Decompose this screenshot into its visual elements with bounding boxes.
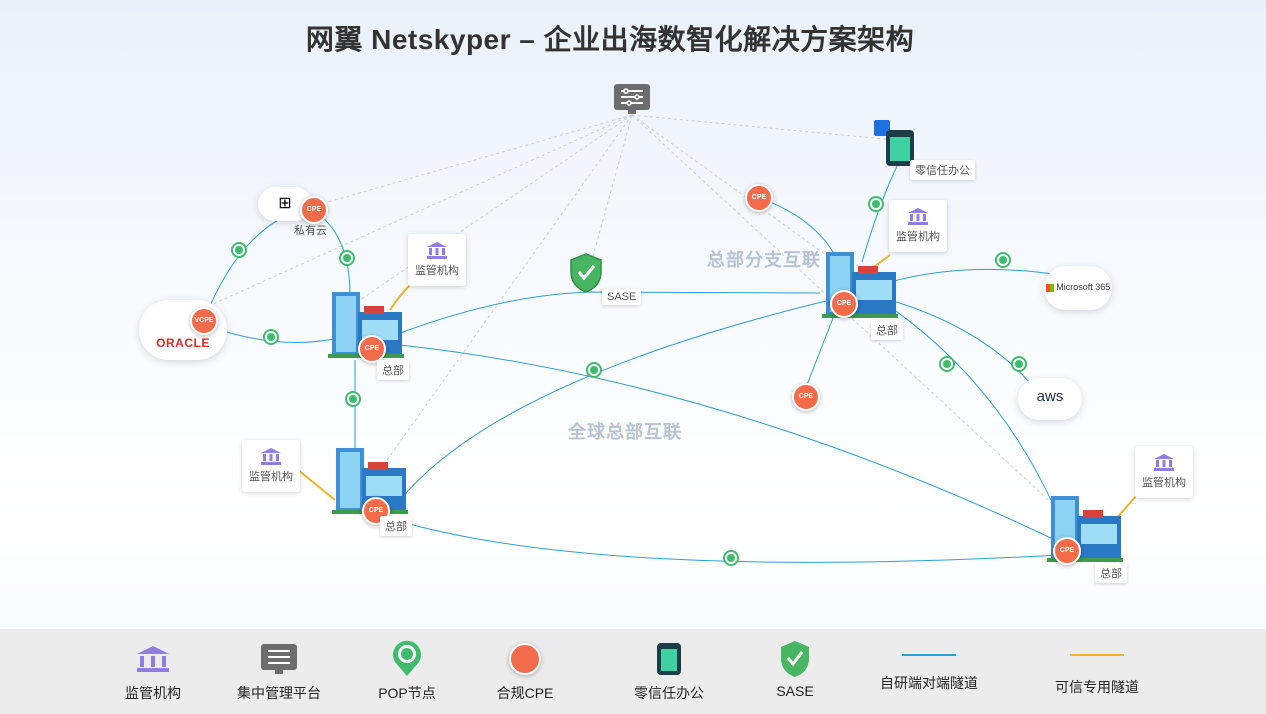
- legend-label: 可信专用隧道: [1055, 679, 1139, 695]
- legend-label: POP节点: [378, 685, 436, 701]
- zero-trust-phone-icon: [886, 130, 914, 166]
- management-platform-icon: [261, 644, 297, 674]
- microsoft-icon: [1045, 283, 1054, 292]
- zero-trust-badge-icon: [874, 120, 890, 136]
- regulator-card: 监管机构: [889, 200, 947, 252]
- pop-node-icon: [868, 196, 884, 212]
- cpe-badge: CPE: [300, 196, 328, 224]
- legend-label: 监管机构: [125, 685, 181, 701]
- regulator-card: 监管机构: [408, 234, 466, 286]
- legend-item: 集中管理平台: [224, 639, 334, 703]
- hq-label: 总部: [871, 320, 903, 340]
- legend-item: SASE: [740, 639, 850, 699]
- pop-node-icon: [345, 391, 361, 407]
- pop-node-icon: [939, 356, 955, 372]
- zero-trust-icon: [657, 643, 681, 675]
- legend-label: SASE: [776, 683, 814, 699]
- regulator-card: 监管机构: [1135, 446, 1193, 498]
- cpe-icon: [509, 643, 541, 675]
- pop-node-icon: [995, 252, 1011, 268]
- regulator-label: 监管机构: [415, 265, 459, 277]
- region-label-branch: 总部分支互联: [707, 250, 821, 270]
- regulator-icon: [427, 242, 447, 259]
- regulator-icon: [137, 646, 169, 672]
- hq-label: 总部: [377, 360, 409, 380]
- pop-node-icon: [1011, 356, 1027, 372]
- pop-node-icon: [231, 242, 247, 258]
- legend-item: 自研端对端隧道: [874, 639, 984, 693]
- cpe-badge: CPE: [830, 290, 858, 318]
- pop-node-icon: [339, 250, 355, 266]
- microsoft-cloud: Microsoft 365: [1044, 266, 1112, 310]
- legend-label: 集中管理平台: [237, 685, 321, 701]
- microsoft-text: Microsoft 365: [1056, 282, 1111, 292]
- cpe-badge: CPE: [1053, 537, 1081, 565]
- cpe-badge: CPE: [792, 383, 820, 411]
- qr-lock-icon: ⊞: [278, 195, 292, 212]
- pop-node-icon: [263, 329, 279, 345]
- management-platform-icon: [614, 84, 650, 114]
- microsoft-logo: Microsoft 365: [1044, 282, 1112, 292]
- pop-node-icon: [393, 640, 421, 676]
- oracle-logo: ORACLE: [156, 336, 210, 350]
- aws-cloud: aws: [1018, 378, 1082, 420]
- regulator-label: 监管机构: [1142, 477, 1186, 489]
- pop-node-icon: [586, 362, 602, 378]
- regulator-card: 监管机构: [242, 440, 300, 492]
- sase-shield-icon: [570, 253, 602, 293]
- regulator-icon: [1154, 454, 1174, 471]
- hq-label: 总部: [380, 516, 412, 536]
- sase-icon: [781, 641, 809, 677]
- legend: 监管机构 集中管理平台 POP节点 合规CPE 零信任办公 SASE 自研端对端…: [0, 629, 1266, 714]
- private-cloud-label: 私有云: [294, 225, 327, 237]
- sase-label: SASE: [602, 289, 642, 305]
- aws-logo: aws: [1036, 388, 1064, 405]
- yellow-line-icon: [1070, 654, 1124, 656]
- page-title: 网翼 Netskyper – 企业出海数智化解决方案架构: [305, 24, 915, 55]
- hq-label: 总部: [1095, 563, 1127, 583]
- regulator-label: 监管机构: [896, 231, 940, 243]
- zero-trust-label: 零信任办公: [910, 160, 975, 180]
- cpe-badge: CPE: [745, 184, 773, 212]
- regulator-icon: [261, 448, 281, 465]
- legend-item: 合规CPE: [470, 639, 580, 703]
- regulator-label: 监管机构: [249, 471, 293, 483]
- cpe-badge: CPE: [358, 335, 386, 363]
- pop-node-icon: [723, 550, 739, 566]
- vcpe-badge: VCPE: [190, 307, 218, 335]
- region-label-global: 全球总部互联: [568, 422, 682, 442]
- legend-item: 可信专用隧道: [1042, 639, 1152, 697]
- legend-label: 自研端对端隧道: [880, 675, 978, 691]
- legend-label: 合规CPE: [496, 685, 554, 701]
- trusted-tunnels: [297, 254, 1138, 521]
- legend-item: POP节点: [352, 639, 462, 703]
- legend-label: 零信任办公: [634, 685, 704, 701]
- regulator-icon: [908, 208, 928, 225]
- legend-item: 监管机构: [98, 639, 208, 703]
- blue-line-icon: [902, 654, 956, 656]
- tunnels: [204, 159, 1061, 563]
- legend-item: 零信任办公: [614, 639, 724, 703]
